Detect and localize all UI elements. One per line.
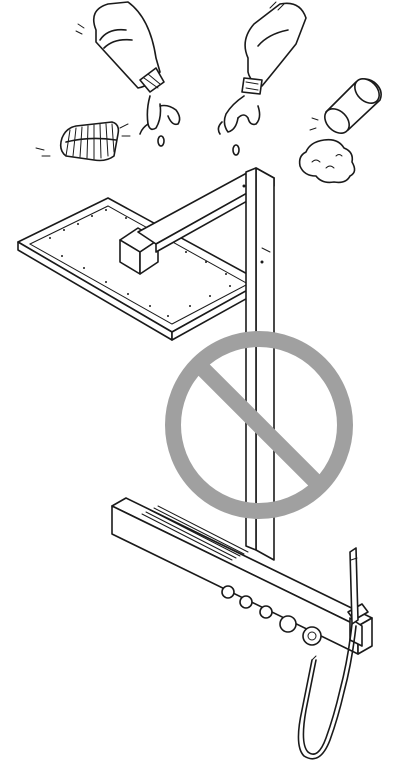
spray-bottle-icon [75,1,181,147]
no-symbol-icon [165,331,353,519]
spray-bottle-icon [217,1,307,156]
powder-can-icon [298,78,382,184]
control-knobs [221,585,322,646]
shower-system [17,167,373,760]
brush-icon [35,121,131,162]
